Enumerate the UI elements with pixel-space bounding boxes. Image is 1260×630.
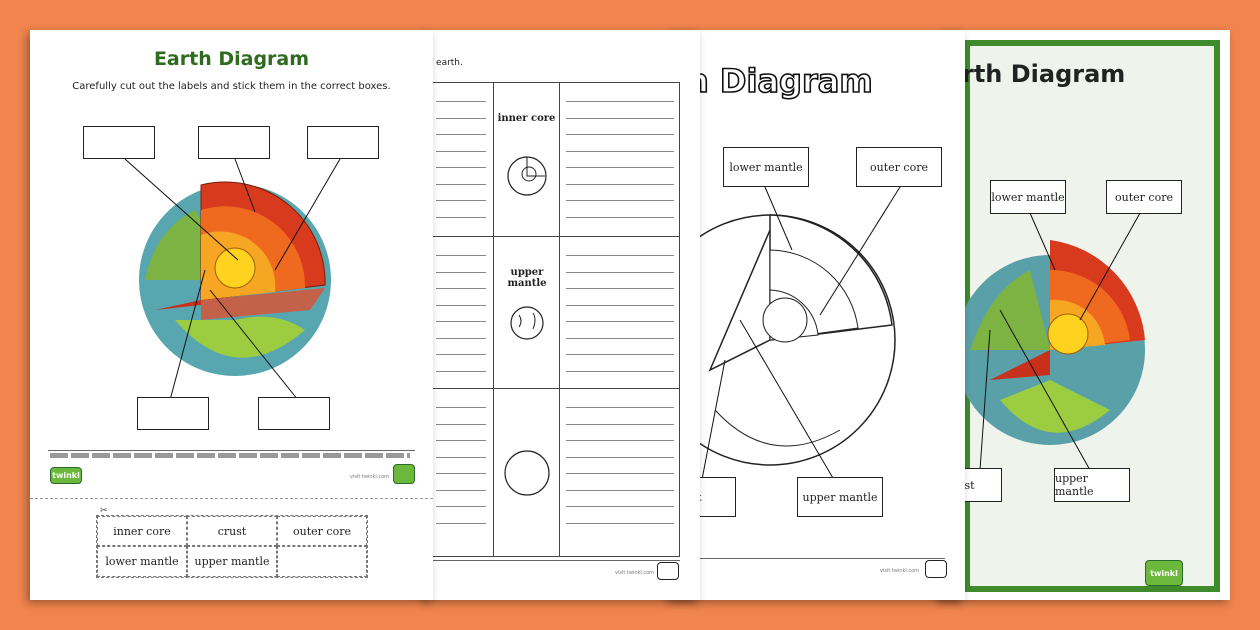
footer-url: visit twinkl.com xyxy=(615,570,655,576)
cutout-label: inner core xyxy=(97,516,187,546)
upper-mantle-sphere-icon xyxy=(510,306,544,340)
blank-label-box xyxy=(307,126,379,159)
blank-label-box xyxy=(83,126,155,159)
header-fragment: f earth. xyxy=(430,58,463,68)
cutout-label xyxy=(277,546,367,577)
row-label: upper mantle xyxy=(507,267,547,289)
label-box-upper-mantle: upper mantle xyxy=(1054,468,1130,502)
label-box-upper-mantle: upper mantle xyxy=(797,477,883,517)
row-label: inner core xyxy=(497,113,556,124)
worksheet-title: rth Diagram xyxy=(962,60,1126,88)
earth-cutaway-illustration xyxy=(139,181,331,376)
worksheet-colour-labelled: rth Diagram lower mantle outer core ust … xyxy=(940,30,1230,600)
blank-label-box xyxy=(198,126,270,159)
label-box-lower-mantle: lower mantle xyxy=(990,180,1066,214)
earth-outline-illustration xyxy=(670,214,896,466)
label-pointer-lines xyxy=(699,186,901,491)
writing-lines xyxy=(566,255,674,387)
cutout-label: lower mantle xyxy=(97,546,187,577)
twinkl-badge xyxy=(393,464,415,484)
worksheet-outline-labelled: h Diagram lower mantle outer core ust up… xyxy=(670,30,965,600)
disclaimer-text xyxy=(50,453,410,458)
layers-table: inner core upper mantle xyxy=(430,82,680,557)
writing-lines xyxy=(566,407,674,539)
worksheet-title: h Diagram xyxy=(685,61,873,101)
footer-rule xyxy=(690,558,945,559)
earth-cutaway-illustration xyxy=(960,240,1145,445)
label-box-lower-mantle: lower mantle xyxy=(723,147,809,187)
cutout-label: outer core xyxy=(277,516,367,546)
divider-row-1 xyxy=(431,236,679,237)
writing-lines xyxy=(566,101,674,233)
label-box-outer-core: outer core xyxy=(856,147,942,187)
writing-lines xyxy=(436,407,486,539)
worksheet-layers-table: f earth. inner core upper mantle visit t… xyxy=(425,30,700,600)
cutout-label: upper mantle xyxy=(187,546,277,577)
footer-url: visit twinkl.com xyxy=(880,568,920,574)
instructions-text: Carefully cut out the labels and stick t… xyxy=(72,81,391,92)
inner-core-sphere-icon xyxy=(507,156,547,196)
writing-lines xyxy=(436,101,486,233)
twinkl-badge xyxy=(925,560,947,578)
blank-label-box xyxy=(258,397,330,430)
footer-rule xyxy=(430,560,680,561)
worksheet-title: Earth Diagram xyxy=(153,48,310,70)
cutout-labels-grid: inner core crust outer core lower mantle… xyxy=(96,515,368,578)
cut-line xyxy=(30,498,433,499)
crust-sphere-icon xyxy=(504,450,550,496)
writing-lines xyxy=(436,255,486,387)
divider-row-2 xyxy=(431,388,679,389)
twinkl-logo: twinkl xyxy=(1145,560,1183,586)
worksheet-colour-blank: Earth Diagram Carefully cut out the labe… xyxy=(30,30,433,600)
cutout-label: crust xyxy=(187,516,277,546)
label-pointer-lines xyxy=(979,212,1141,471)
label-pointer-lines xyxy=(124,158,341,401)
scissors-icon: ✂ xyxy=(100,506,108,516)
disclaimer-rule xyxy=(48,450,415,451)
twinkl-badge xyxy=(657,562,679,580)
footer-url: visit twinkl.com xyxy=(350,474,390,480)
divider-col-left xyxy=(493,83,494,556)
twinkl-logo: twinkl xyxy=(50,467,82,484)
blank-label-box xyxy=(137,397,209,430)
label-box-outer-core: outer core xyxy=(1106,180,1182,214)
divider-col-right xyxy=(559,83,560,556)
